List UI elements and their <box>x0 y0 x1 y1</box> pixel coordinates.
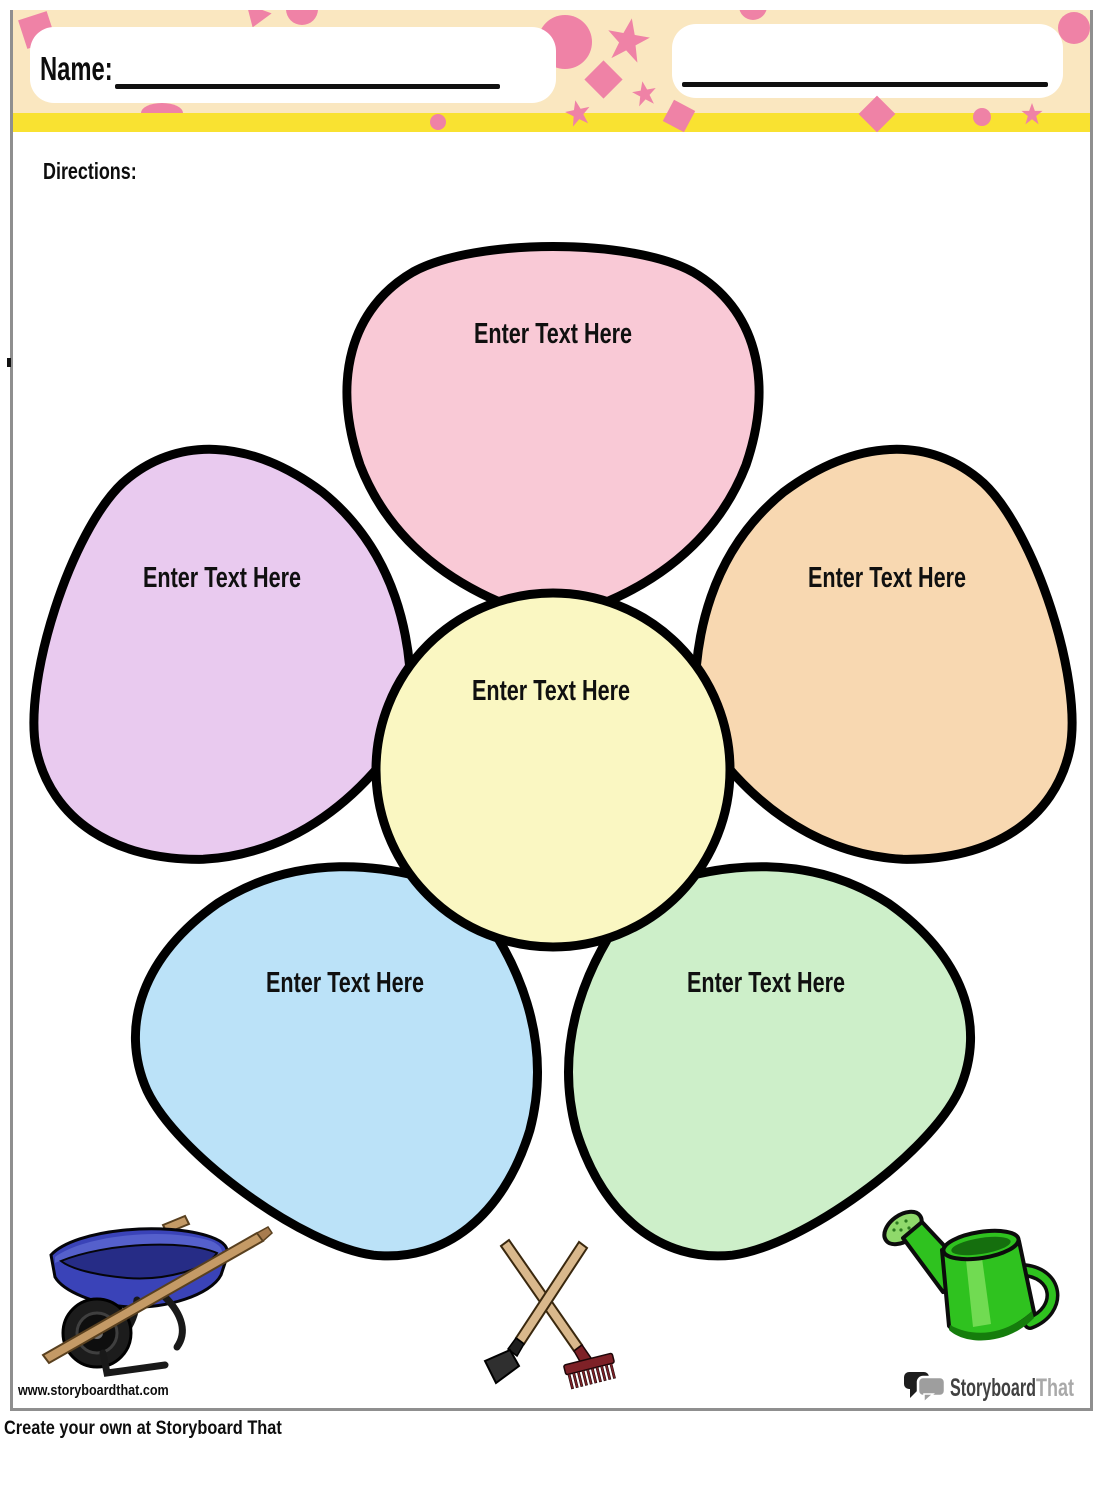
logo-part2: That <box>1036 1374 1074 1402</box>
storyboardthat-logo-text[interactable]: StoryboardThat <box>950 1374 1074 1402</box>
name-label-wrap: Name: <box>40 50 141 88</box>
garden-tools-icon <box>483 1238 616 1390</box>
website-wrap: www.storyboardthat.com <box>18 1382 197 1400</box>
name-line <box>115 84 500 89</box>
blank-line <box>682 82 1048 87</box>
petal-label-lower-right[interactable]: Enter Text Here <box>687 967 845 999</box>
petal-top[interactable] <box>347 247 759 621</box>
flower-center[interactable] <box>371 588 735 952</box>
directions-label: Directions: <box>43 158 137 184</box>
deco-circle-icon <box>739 10 767 20</box>
deco-semicircle-icon <box>141 103 183 113</box>
logo-part1: Storyboard <box>950 1374 1036 1402</box>
website-label: www.storyboardthat.com <box>18 1382 169 1399</box>
header-stripe <box>10 113 1093 132</box>
watering-can-icon <box>882 1209 1060 1341</box>
deco-circle-icon <box>973 108 991 126</box>
tagline-label: Create your own at Storyboard That <box>4 1418 282 1439</box>
deco-circle-icon <box>286 10 318 25</box>
border-artifact <box>7 358 11 367</box>
petal-label-lower-left[interactable]: Enter Text Here <box>266 967 424 999</box>
header-band: Name: <box>10 10 1093 132</box>
name-label: Name: <box>40 50 113 87</box>
tagline-wrap: Create your own at Storyboard That <box>4 1418 327 1440</box>
deco-circle-icon <box>430 114 446 130</box>
name-box <box>30 27 556 103</box>
deco-circle-icon <box>1058 12 1090 44</box>
petal-label-top[interactable]: Enter Text Here <box>474 318 632 350</box>
petal-label-upper-right[interactable]: Enter Text Here <box>808 562 966 594</box>
flower-center-label[interactable]: Enter Text Here <box>472 675 630 707</box>
wheelbarrow-icon <box>41 1214 273 1377</box>
petal-label-upper-left[interactable]: Enter Text Here <box>143 562 301 594</box>
directions-wrap: Directions: <box>43 158 163 185</box>
storyboardthat-logo-icon[interactable] <box>904 1372 947 1404</box>
